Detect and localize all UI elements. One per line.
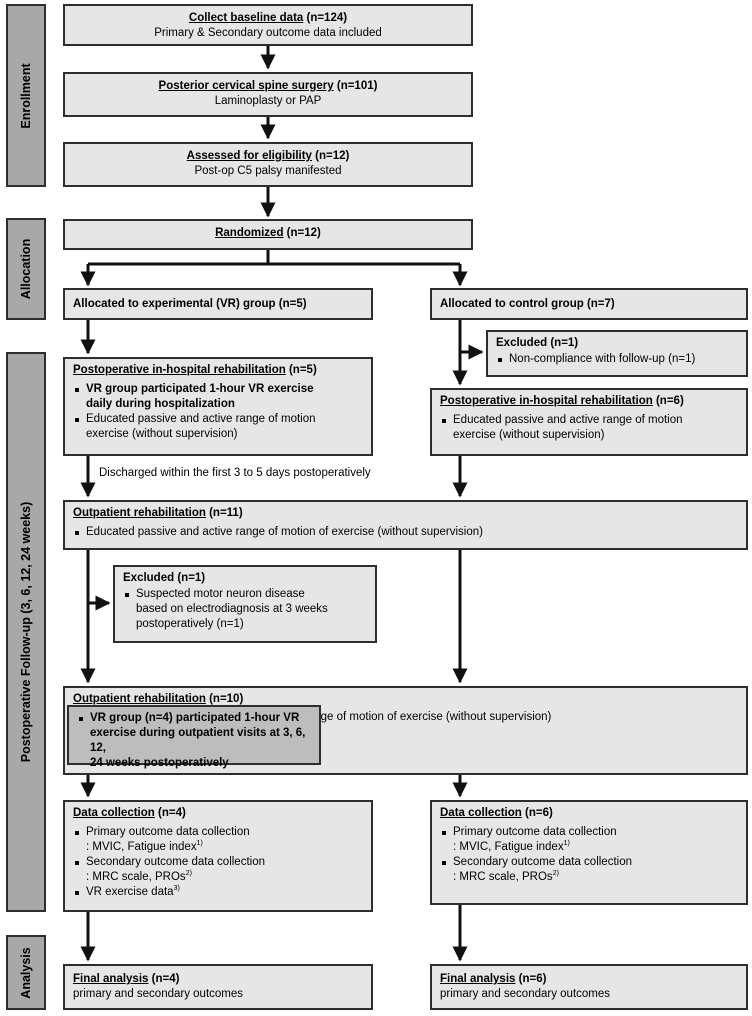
section-label-analysis: Analysis [6,935,46,1010]
alloc-exp-box: Allocated to experimental (VR) group (n=… [63,288,373,320]
alloc-ctrl-box: Allocated to control group (n=7) [430,288,748,320]
randomized-box: Randomized (n=12) [63,219,473,250]
baseline-box: Collect baseline data (n=124) Primary & … [63,4,473,46]
final-vr-box: Final analysis (n=4) primary and seconda… [63,964,373,1010]
excluded2-box: Excluded (n=1) Suspected motor neuron di… [113,565,377,643]
section-label-followup: Postoperative Follow-up (3, 6, 12, 24 we… [6,352,46,912]
outpatient1-box: Outpatient rehabilitation (n=11) Educate… [63,500,748,550]
surgery-box: Posterior cervical spine surgery (n=101)… [63,72,473,117]
discharged-note: Discharged within the first 3 to 5 days … [99,467,371,479]
excluded1-box: Excluded (n=1) Non-compliance with follo… [486,330,748,377]
inhosp-vr-box: Postoperative in-hospital rehabilitation… [63,357,373,456]
final-ctrl-box: Final analysis (n=6) primary and seconda… [430,964,748,1010]
section-label-enrollment: Enrollment [6,4,46,187]
inhosp-ctrl-box: Postoperative in-hospital rehabilitation… [430,388,748,456]
data-ctrl-box: Data collection (n=6) Primary outcome da… [430,800,748,905]
eligibility-box: Assessed for eligibility (n=12) Post-op … [63,142,473,187]
data-vr-box: Data collection (n=4) Primary outcome da… [63,800,373,912]
section-label-allocation: Allocation [6,218,46,320]
